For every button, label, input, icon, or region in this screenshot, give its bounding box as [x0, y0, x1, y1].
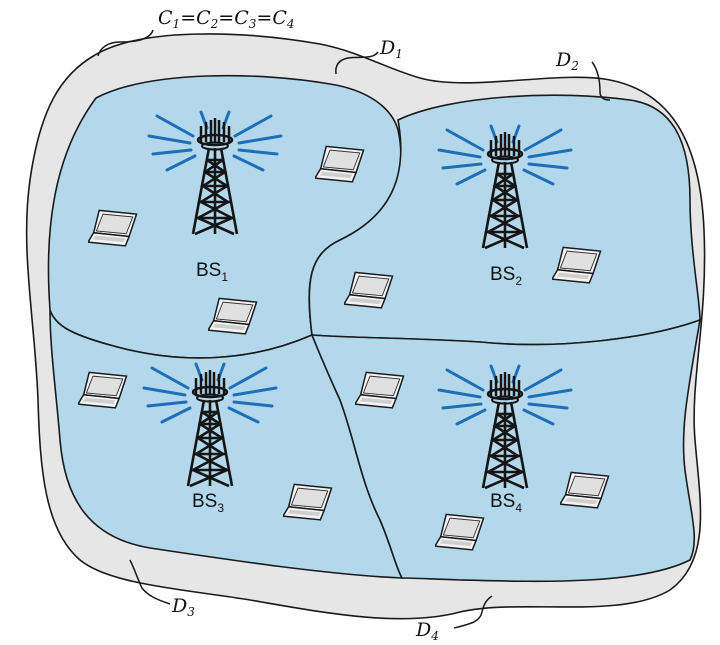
bs3-label: BS3: [192, 491, 224, 515]
leader-d1: [335, 51, 379, 75]
bs1-label: BS1: [196, 260, 228, 284]
leader-lines: [97, 29, 611, 629]
bs2-label: BS2: [490, 264, 522, 288]
leader-c: [97, 29, 154, 57]
d4-label: D4: [415, 619, 439, 643]
d1-label: D1: [379, 37, 403, 61]
leader-d4: [453, 595, 493, 629]
leader-d3: [129, 559, 171, 605]
d2-label: D2: [555, 49, 579, 73]
leader-d2: [591, 61, 611, 101]
d3-label: D3: [171, 595, 195, 619]
coverage-equation-label: C1=C2=C3=C4: [158, 7, 295, 31]
bs4-label: BS4: [490, 491, 522, 515]
